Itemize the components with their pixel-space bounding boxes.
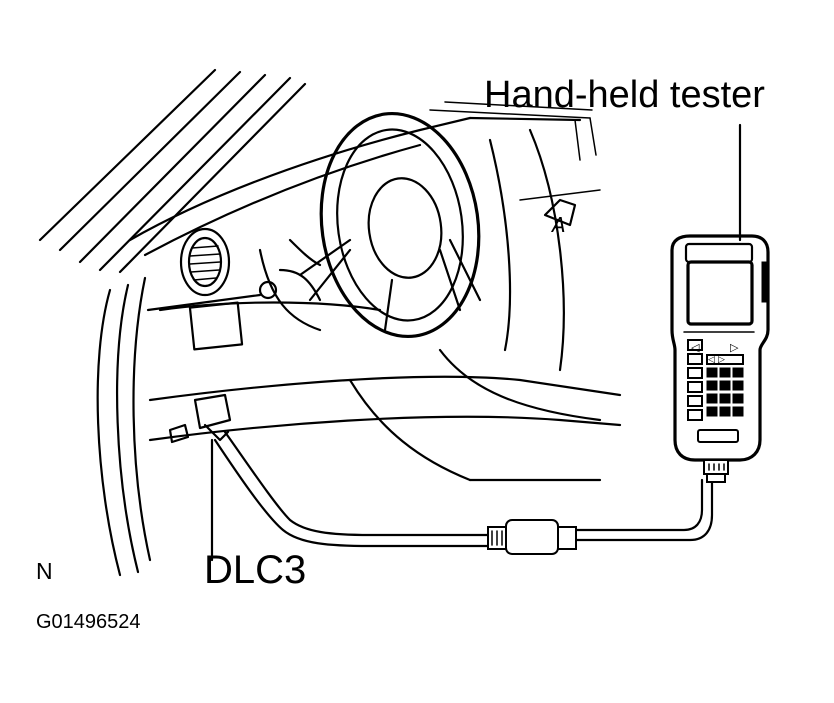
corner-letter: N	[36, 558, 53, 584]
steering-wheel	[258, 111, 482, 339]
arrow-right-icon: ▷	[718, 355, 725, 365]
tester-cable	[213, 430, 714, 555]
figure-code: G01496524	[36, 611, 141, 633]
door-frame	[96, 276, 152, 577]
tester-label: Hand-held tester	[484, 74, 765, 116]
dlc3-connector	[168, 393, 232, 444]
dashboard	[128, 101, 622, 482]
arrow-right-icon: ▷	[730, 341, 739, 354]
arrow-left-icon: ◁	[708, 355, 715, 365]
switch-panel	[146, 293, 262, 351]
hand-held-tester	[670, 234, 770, 483]
tester-keypad	[706, 354, 744, 417]
dlc3-label: DLC3	[204, 548, 307, 592]
air-vent	[179, 227, 231, 297]
dash-emblem-icon: A	[550, 213, 566, 237]
arrow-left-icon: ◁	[691, 341, 700, 354]
